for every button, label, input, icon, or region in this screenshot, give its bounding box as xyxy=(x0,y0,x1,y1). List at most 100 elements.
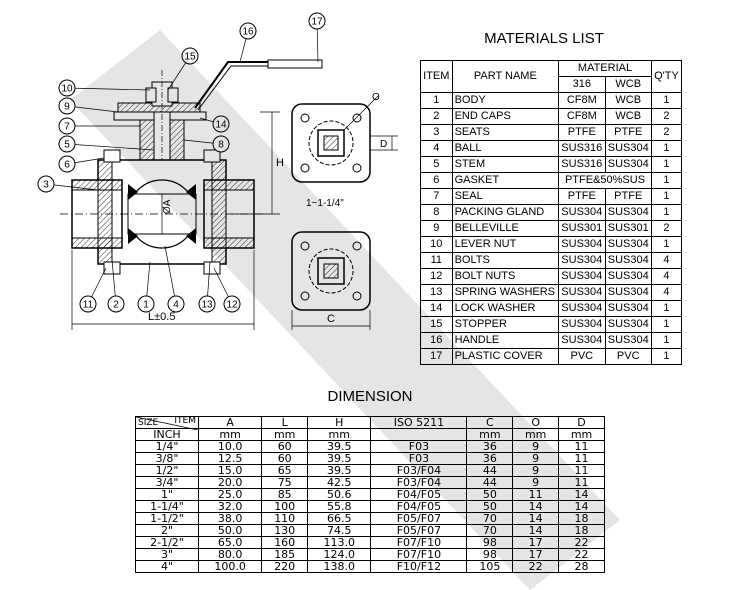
table-cell: F04/F05 xyxy=(370,488,468,501)
balloon-circle xyxy=(212,135,230,153)
cell-item: 7 xyxy=(420,188,453,205)
col-header: ISO 5211 xyxy=(370,416,468,429)
cell-item: 13 xyxy=(420,284,453,301)
cell-part-name: SEATS xyxy=(451,124,560,141)
cell-material-wcb: SUS304 xyxy=(604,284,652,301)
col-header: L xyxy=(261,416,309,429)
cell-qty: 1 xyxy=(650,300,683,317)
table-cell: 11 xyxy=(558,476,605,489)
cell-part-name: BOLTS xyxy=(451,252,560,269)
unit-cell: mm xyxy=(466,428,514,441)
cell-material-wcb: SUS304 xyxy=(604,300,652,317)
cell-part-name: BELLEVILLE xyxy=(451,220,560,237)
table-cell: 12.5 xyxy=(197,452,263,465)
table-cell: F05/F07 xyxy=(370,512,468,525)
table-cell: 4" xyxy=(135,560,199,573)
corner-item-label: ITEM xyxy=(174,416,196,426)
balloon-circle xyxy=(58,135,76,153)
table-cell: 11 xyxy=(558,452,605,465)
cell-material-316: PTFE xyxy=(558,124,606,141)
table-cell: F10/F12 xyxy=(370,560,468,573)
cell-material-wcb: SUS304 xyxy=(604,316,652,333)
table-cell: 65.0 xyxy=(197,536,263,549)
cell-material: PTFE&50%SUS xyxy=(558,172,652,189)
table-cell: 185 xyxy=(261,548,309,561)
cell-qty: 1 xyxy=(650,188,683,205)
table-cell: 14 xyxy=(512,512,560,525)
balloon-leader xyxy=(164,245,177,305)
cell-item: 17 xyxy=(420,348,453,365)
cell-material-316: SUS304 xyxy=(558,204,606,221)
balloon-number: 16 xyxy=(242,27,254,38)
table-cell: 98 xyxy=(466,548,514,561)
table-cell: 220 xyxy=(261,560,309,573)
table-cell: 100.0 xyxy=(197,560,263,573)
cell-part-name: PACKING GLAND xyxy=(451,204,560,221)
balloon-circle xyxy=(308,12,326,30)
unit-cell xyxy=(370,428,468,441)
cell-material-wcb: SUS304 xyxy=(604,236,652,253)
cell-qty: 1 xyxy=(650,156,683,173)
balloon-circle xyxy=(137,295,155,313)
table-cell: 36 xyxy=(466,452,514,465)
balloon-leader xyxy=(66,143,155,151)
table-cell: 50.0 xyxy=(197,524,263,537)
balloon-number: 15 xyxy=(184,52,196,63)
table-cell: 1/2" xyxy=(135,464,199,477)
balloon-number: 10 xyxy=(61,84,73,95)
cell-material-wcb: SUS304 xyxy=(604,252,652,269)
cell-part-name: END CAPS xyxy=(451,108,560,125)
cell-item: 4 xyxy=(420,140,453,157)
table-cell: 39.5 xyxy=(307,464,372,477)
table-cell: F03/F04 xyxy=(370,476,468,489)
cell-qty: 2 xyxy=(650,108,683,125)
table-cell: 14 xyxy=(558,500,605,513)
cell-material-wcb: SUS304 xyxy=(604,140,652,157)
balloon-number: 6 xyxy=(64,160,70,171)
unit-cell: mm xyxy=(512,428,560,441)
col-header: D xyxy=(558,416,605,429)
unit-cell: mm xyxy=(197,428,263,441)
cell-qty: 1 xyxy=(650,204,683,221)
table-cell: 39.5 xyxy=(307,440,372,453)
balloon-number: 13 xyxy=(201,300,213,311)
flange-top-view xyxy=(291,95,398,183)
table-cell: 113.0 xyxy=(307,536,372,549)
size-note: 1~1-1/4" xyxy=(306,198,344,209)
cell-part-name: LOCK WASHER xyxy=(451,300,560,317)
table-cell: F03 xyxy=(370,452,468,465)
cell-qty: 1 xyxy=(650,172,683,189)
dim-label-O: O xyxy=(372,92,380,103)
cell-material-316: SUS304 xyxy=(558,236,606,253)
table-cell: 66.5 xyxy=(307,512,372,525)
cell-material-wcb: SUS304 xyxy=(604,156,652,173)
table-cell: 3" xyxy=(135,548,199,561)
table-cell: 42.5 xyxy=(307,476,372,489)
cell-part-name: GASKET xyxy=(451,172,560,189)
table-cell: F03 xyxy=(370,440,468,453)
dim-label-A: ØA xyxy=(162,199,173,214)
cell-part-name: BOLT NUTS xyxy=(451,268,560,285)
table-cell: 65 xyxy=(261,464,309,477)
cell-material-316: SUS304 xyxy=(558,316,606,333)
table-cell: 70 xyxy=(466,524,514,537)
cell-item: 12 xyxy=(420,268,453,285)
cell-qty: 2 xyxy=(650,124,683,141)
table-cell: 9 xyxy=(512,476,560,489)
balloon-number: 7 xyxy=(64,122,70,133)
cell-material-wcb: PVC xyxy=(604,348,652,365)
cell-item: 8 xyxy=(420,204,453,221)
table-cell: 32.0 xyxy=(197,500,263,513)
